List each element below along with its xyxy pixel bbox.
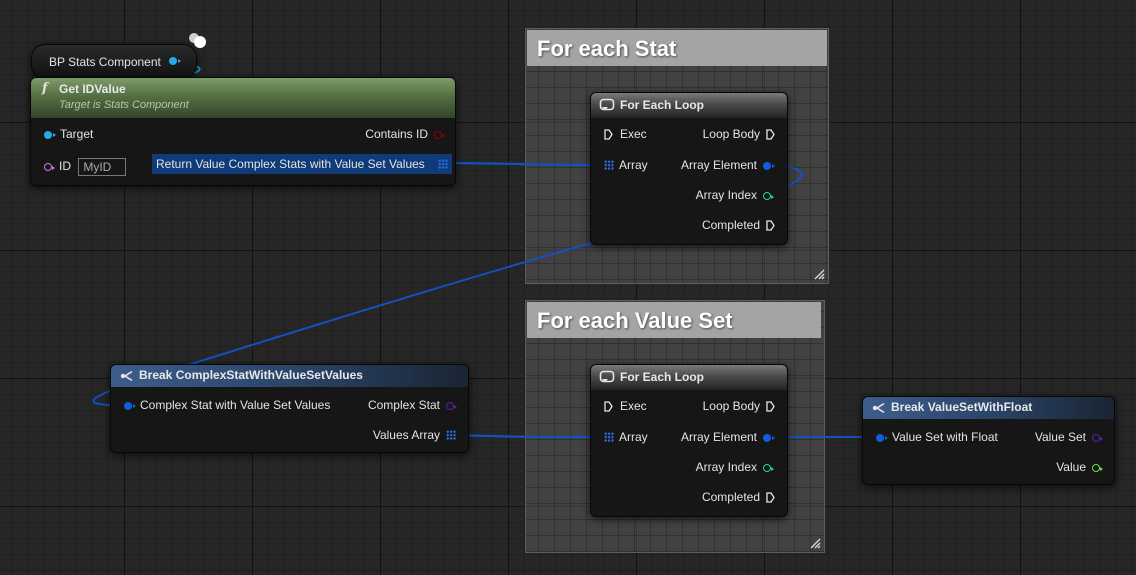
exec-label: Exec: [620, 127, 647, 141]
function-icon: f: [42, 81, 48, 96]
wire-return-to-array: [435, 161, 608, 167]
loop-body-pin-row[interactable]: Loop Body: [703, 398, 775, 414]
for-each-loop-node-value-set[interactable]: For Each Loop Exec Loop Body Array Array…: [590, 364, 788, 517]
wire-element-to-break: [92, 164, 803, 407]
completed-label: Completed: [701, 490, 760, 504]
value-pin-row[interactable]: Value: [1056, 459, 1103, 475]
target-pin-row[interactable]: Target: [44, 126, 93, 142]
for-each-loop-node-stat[interactable]: For Each Loop Exec Loop Body Array Array…: [590, 92, 788, 245]
complex-stat-input-pin-row[interactable]: Complex Stat with Value Set Values: [124, 397, 330, 413]
get-id-value-node[interactable]: f Get IDValue Target is Stats Component …: [30, 77, 456, 186]
loop-body-pin-row[interactable]: Loop Body: [703, 126, 775, 142]
completed-pin-row[interactable]: Completed: [702, 489, 775, 505]
array-pin-icon[interactable]: [446, 430, 456, 440]
array-pin-row[interactable]: Array: [604, 429, 648, 445]
node-header: Break ComplexStatWithValueSetValues: [111, 365, 468, 387]
array-element-pin[interactable]: [763, 162, 775, 170]
complex-stat-pin[interactable]: [446, 402, 457, 410]
array-element-label: Array Element: [680, 158, 757, 172]
completed-pin-row[interactable]: Completed: [702, 217, 775, 233]
break-struct-icon: [120, 370, 133, 382]
break-struct-icon: [872, 402, 885, 414]
node-subtitle: Target is Stats Component: [59, 99, 189, 111]
array-label: Array: [619, 430, 648, 444]
value-set-input-pin-row[interactable]: Value Set with Float: [876, 429, 998, 445]
complex-stat-output-pin-row[interactable]: Complex Stat: [367, 397, 457, 413]
array-pin-icon[interactable]: [604, 160, 614, 170]
value-set-label: Value Set: [1034, 430, 1086, 444]
exec-input-pin-icon[interactable]: [604, 129, 613, 140]
float-pin[interactable]: [1092, 464, 1103, 472]
exec-output-pin-icon[interactable]: [766, 220, 775, 231]
node-title: For Each Loop: [620, 370, 704, 384]
array-index-label: Array Index: [695, 188, 757, 202]
completed-label: Completed: [701, 218, 760, 232]
loop-icon: [599, 370, 615, 383]
exec-pin-row[interactable]: Exec: [604, 398, 647, 414]
node-header: For Each Loop: [591, 93, 787, 118]
node-header: For Each Loop: [591, 365, 787, 390]
array-index-label: Array Index: [695, 460, 757, 474]
return-value-pin-row[interactable]: Return Value Complex Stats with Value Se…: [152, 154, 452, 174]
stats-component-node[interactable]: BP Stats Component: [31, 44, 197, 79]
struct-input-pin[interactable]: [124, 402, 136, 410]
comment-title[interactable]: For each Stat: [527, 30, 827, 66]
break-value-set-node[interactable]: Break ValueSetWithFloat Value Set with F…: [862, 396, 1115, 485]
exec-label: Exec: [620, 399, 647, 413]
array-index-pin[interactable]: [763, 464, 774, 472]
exec-input-pin-icon[interactable]: [604, 401, 613, 412]
id-label: ID: [59, 159, 71, 173]
contains-id-pin[interactable]: [434, 131, 445, 139]
return-value-label: Return Value Complex Stats with Value Se…: [156, 157, 425, 171]
array-element-label: Array Element: [680, 430, 757, 444]
value-set-pin[interactable]: [1092, 434, 1103, 442]
node-title: Break ValueSetWithFloat: [891, 400, 1033, 414]
values-array-pin-row[interactable]: Values Array: [373, 427, 456, 443]
exec-pin-row[interactable]: Exec: [604, 126, 647, 142]
exec-output-pin-icon[interactable]: [766, 401, 775, 412]
contains-id-label: Contains ID: [365, 127, 428, 141]
input-label: Complex Stat with Value Set Values: [140, 398, 331, 412]
loop-icon: [599, 98, 615, 111]
node-title: Break ComplexStatWithValueSetValues: [139, 368, 363, 382]
break-complex-stat-node[interactable]: Break ComplexStatWithValueSetValues Comp…: [110, 364, 469, 453]
wire-values-array-to-array: [448, 433, 608, 439]
comment-title[interactable]: For each Value Set: [527, 302, 821, 338]
comment-bubble-icon[interactable]: [188, 30, 210, 50]
id-pin-row[interactable]: ID MyID: [44, 158, 127, 176]
array-index-pin-row[interactable]: Array Index: [695, 187, 774, 203]
input-label: Value Set with Float: [892, 430, 998, 444]
array-index-pin-row[interactable]: Array Index: [695, 459, 774, 475]
array-element-pin-row[interactable]: Array Element: [680, 157, 775, 173]
target-pin[interactable]: [44, 131, 56, 139]
array-element-pin[interactable]: [763, 434, 775, 442]
loop-body-label: Loop Body: [702, 399, 760, 413]
resize-handle-icon[interactable]: [814, 269, 825, 280]
array-element-pin-row[interactable]: Array Element: [680, 429, 775, 445]
loop-body-label: Loop Body: [702, 127, 760, 141]
target-label: Target: [60, 127, 94, 141]
array-pin-row[interactable]: Array: [604, 157, 648, 173]
array-pin-icon[interactable]: [604, 432, 614, 442]
exec-output-pin-icon[interactable]: [766, 492, 775, 503]
array-label: Array: [619, 158, 648, 172]
contains-id-pin-row[interactable]: Contains ID: [365, 126, 445, 142]
values-array-label: Values Array: [372, 428, 440, 442]
object-output-pin[interactable]: [169, 57, 181, 65]
array-index-pin[interactable]: [763, 192, 774, 200]
value-label: Value: [1056, 460, 1086, 474]
node-header: Break ValueSetWithFloat: [863, 397, 1114, 419]
struct-input-pin[interactable]: [876, 434, 888, 442]
exec-output-pin-icon[interactable]: [766, 129, 775, 140]
node-title: Get IDValue: [59, 82, 126, 96]
id-pin[interactable]: [44, 163, 55, 171]
value-set-output-pin-row[interactable]: Value Set: [1034, 429, 1103, 445]
node-title: For Each Loop: [620, 98, 704, 112]
complex-stat-label: Complex Stat: [367, 398, 440, 412]
array-pin-icon[interactable]: [438, 159, 448, 169]
component-label: BP Stats Component: [49, 55, 161, 69]
node-header: f Get IDValue Target is Stats Component: [31, 78, 455, 118]
id-value-input[interactable]: MyID: [78, 158, 127, 176]
resize-handle-icon[interactable]: [810, 538, 821, 549]
